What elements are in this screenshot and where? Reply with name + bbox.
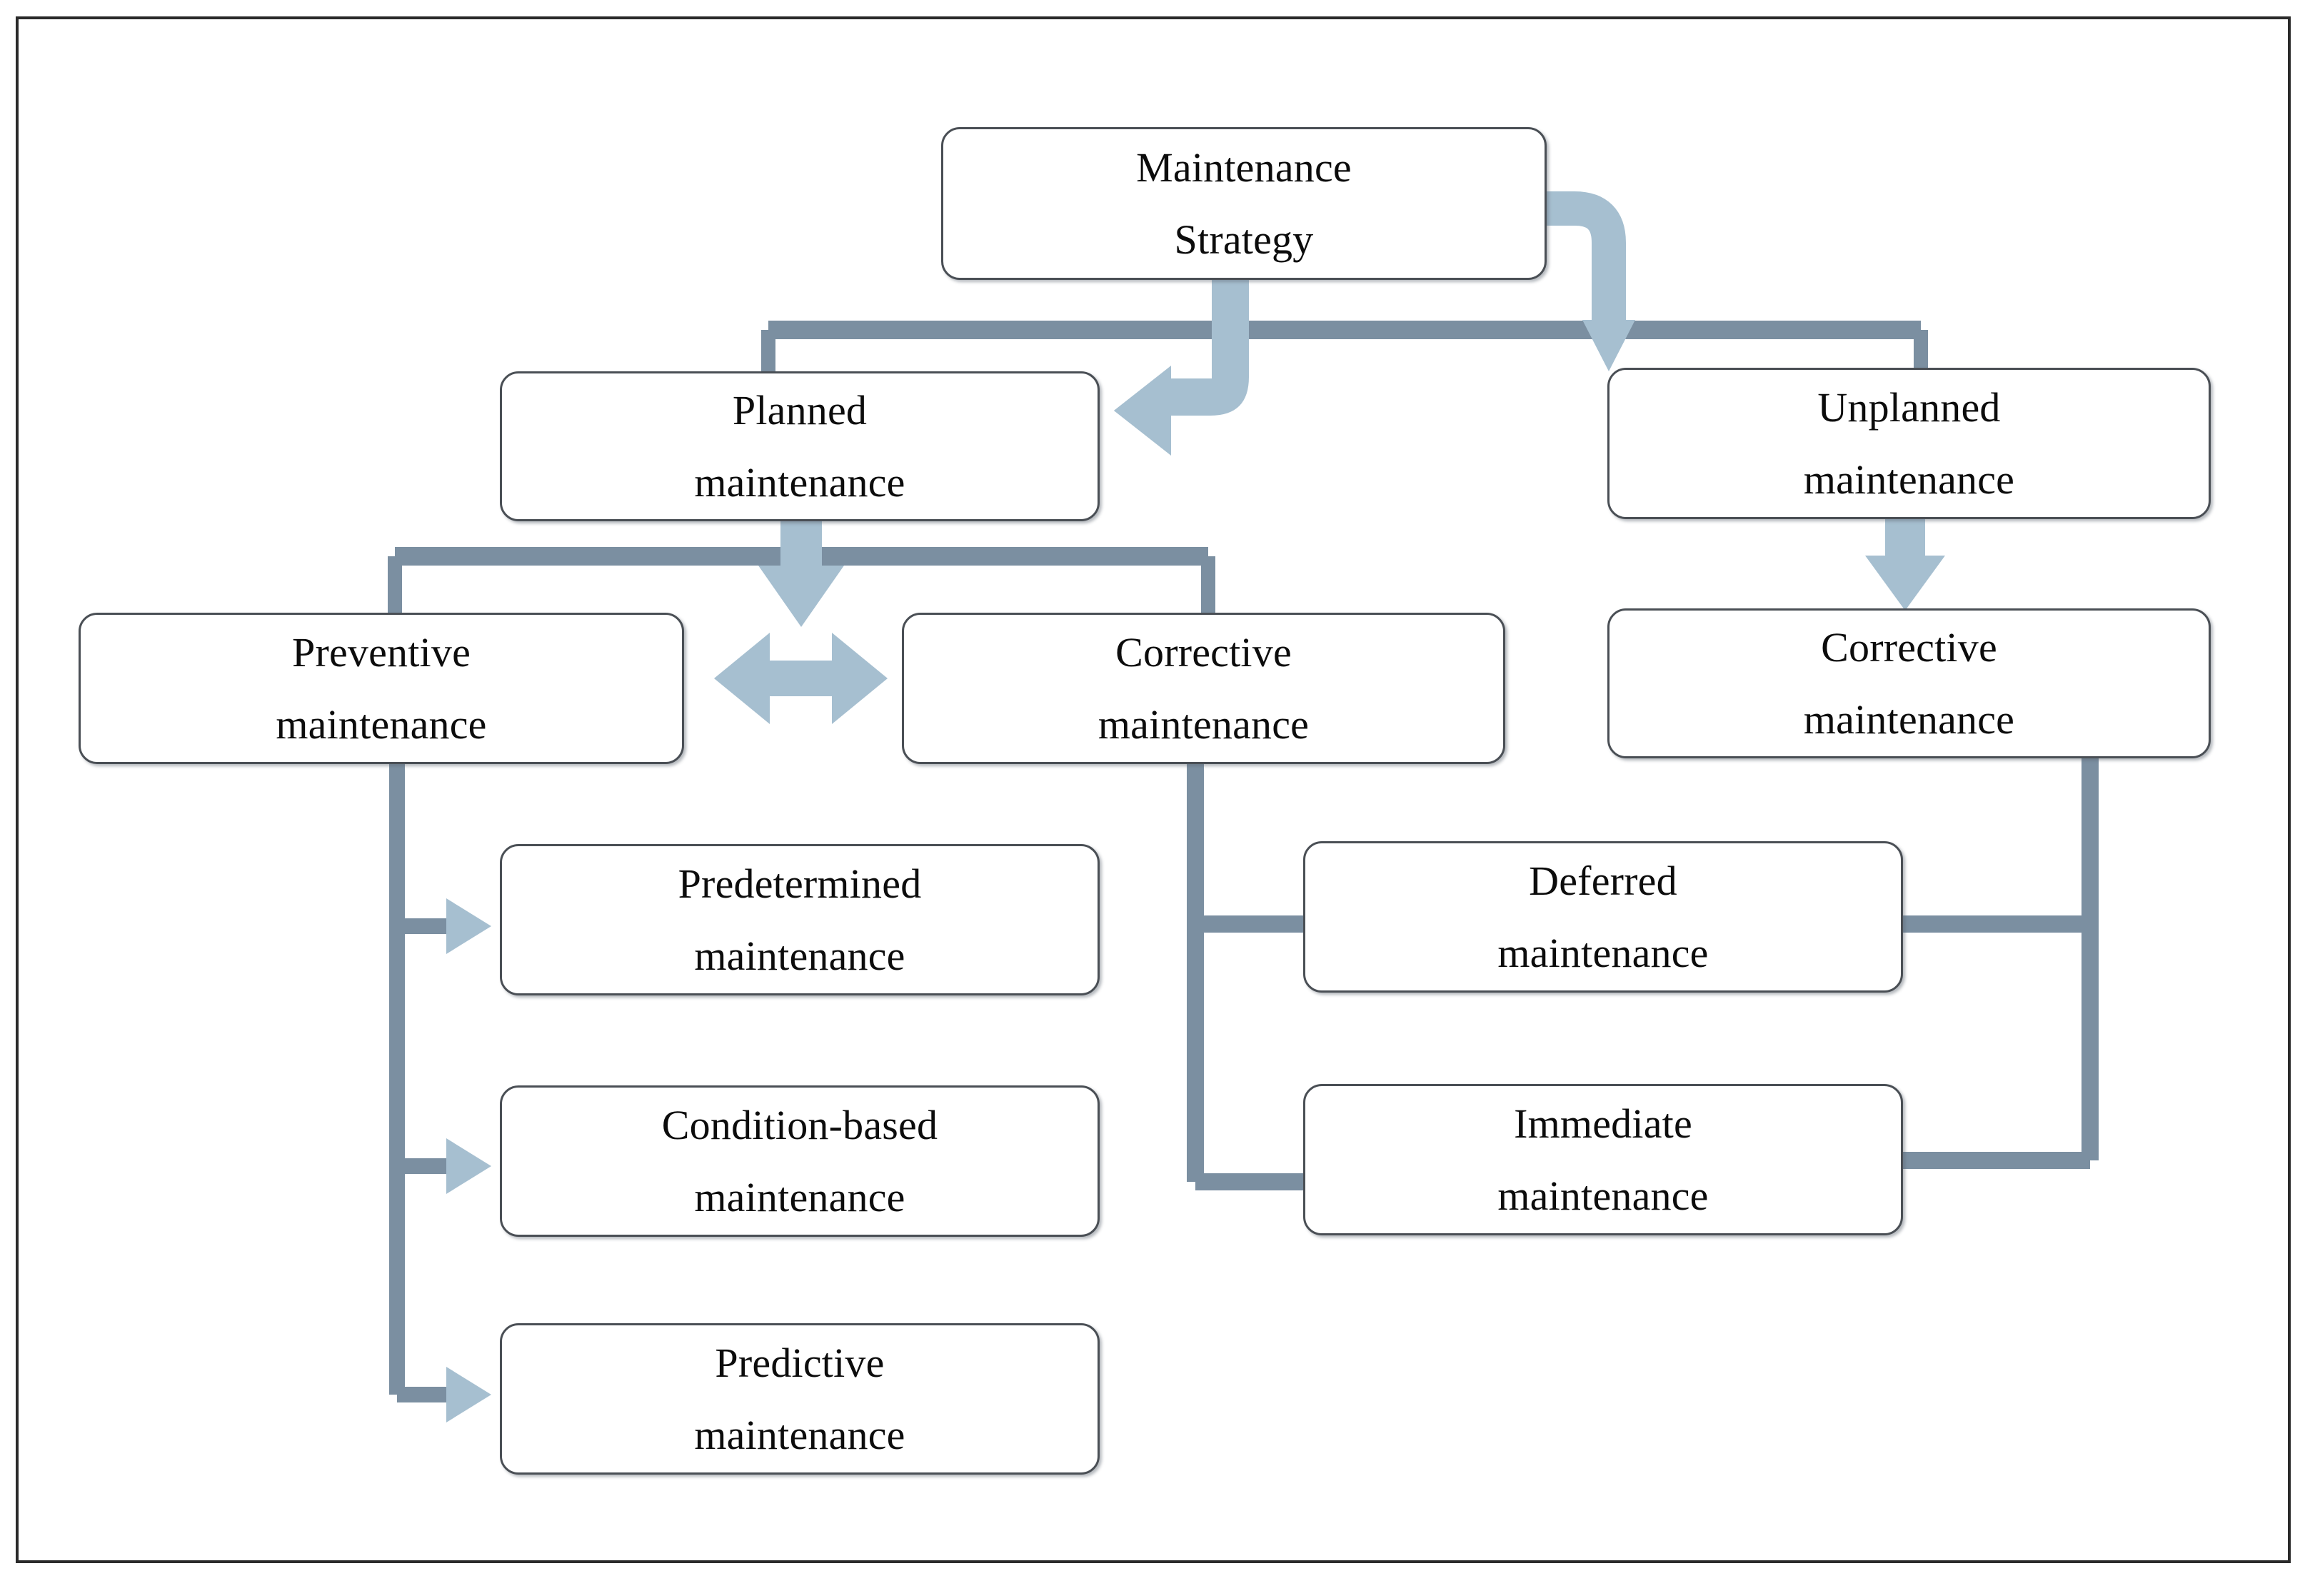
node-corrective-maintenance-unplanned[interactable]: Corrective maintenance — [1607, 608, 2211, 758]
node-label-line2: maintenance — [694, 459, 905, 506]
node-label-line1: Condition-based — [661, 1101, 938, 1148]
node-preventive-maintenance[interactable]: Preventive maintenance — [79, 613, 684, 764]
node-deferred-maintenance[interactable]: Deferred maintenance — [1303, 841, 1903, 993]
node-label-line1: Unplanned — [1817, 383, 2001, 431]
node-label-line1: Preventive — [291, 628, 471, 676]
node-label-line2: maintenance — [694, 933, 905, 979]
node-planned-maintenance[interactable]: Planned maintenance — [500, 371, 1100, 521]
node-label-line1: Corrective — [1115, 628, 1292, 676]
node-label-line1: Deferred — [1529, 857, 1677, 904]
node-unplanned-maintenance[interactable]: Unplanned maintenance — [1607, 368, 2211, 519]
node-label-line1: Corrective — [1821, 623, 1997, 671]
node-immediate-maintenance[interactable]: Immediate maintenance — [1303, 1084, 1903, 1235]
node-label-line2: maintenance — [1098, 701, 1310, 748]
node-label-line2: maintenance — [694, 1412, 905, 1458]
node-maintenance-strategy[interactable]: Maintenance Strategy — [941, 127, 1547, 280]
node-predetermined-maintenance[interactable]: Predetermined maintenance — [500, 844, 1100, 995]
node-label-line1: Planned — [732, 386, 868, 433]
node-label-line2: Strategy — [1174, 216, 1314, 263]
node-label-line1: Predictive — [715, 1339, 885, 1386]
node-label-line1: Immediate — [1514, 1100, 1692, 1147]
node-label-line2: maintenance — [694, 1174, 905, 1220]
node-predictive-maintenance[interactable]: Predictive maintenance — [500, 1323, 1100, 1475]
node-label-line2: maintenance — [1803, 696, 2015, 743]
node-label-line2: maintenance — [276, 701, 487, 748]
node-label-line2: maintenance — [1497, 930, 1709, 976]
node-label-line2: maintenance — [1497, 1173, 1709, 1219]
node-condition-based-maintenance[interactable]: Condition-based maintenance — [500, 1085, 1100, 1237]
node-corrective-maintenance-planned[interactable]: Corrective maintenance — [902, 613, 1505, 764]
node-label-line1: Maintenance — [1136, 144, 1352, 191]
node-label-line1: Predetermined — [678, 860, 922, 907]
node-label-line2: maintenance — [1803, 456, 2015, 503]
